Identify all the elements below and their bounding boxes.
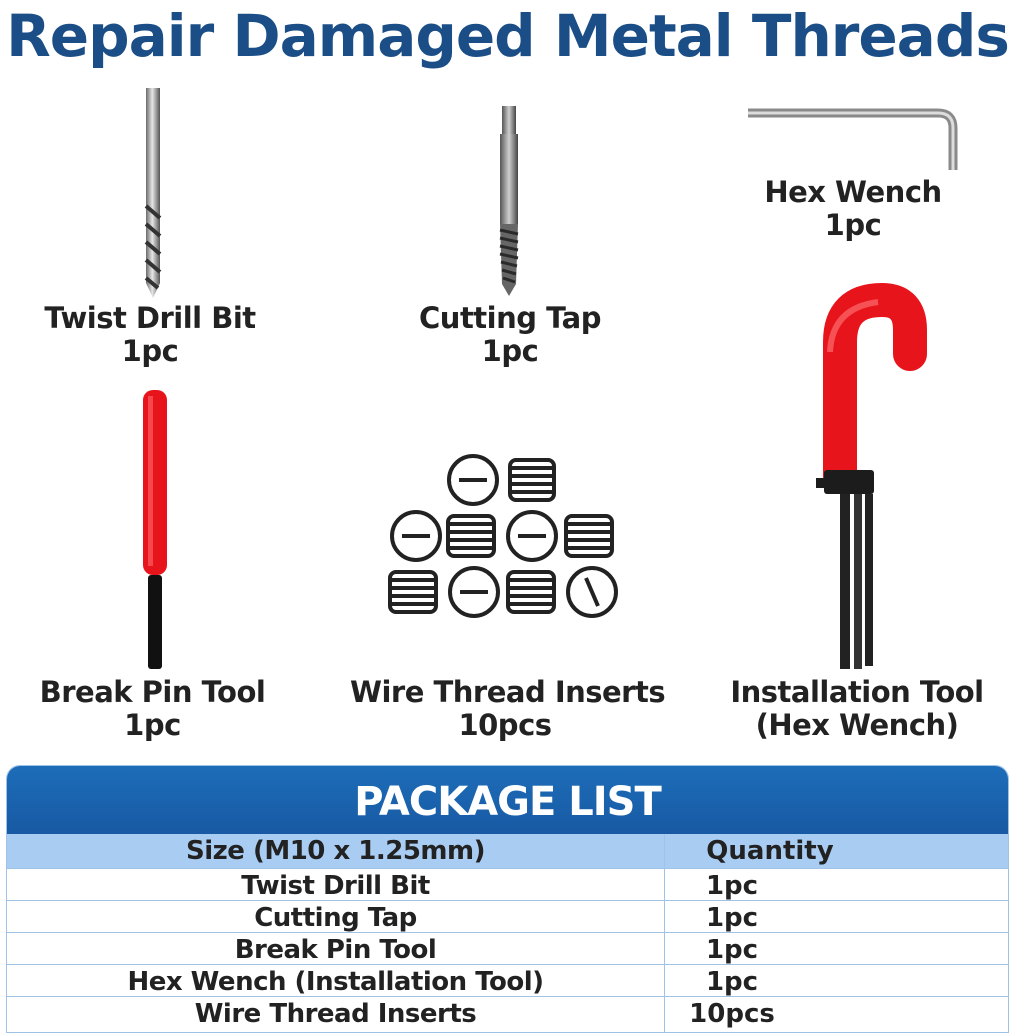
installation-tool-label: Installation Tool(Hex Wench) xyxy=(730,675,984,742)
row-qty: 1pc xyxy=(705,967,759,997)
package-list-header: PACKAGE LIST xyxy=(7,766,1008,834)
column-divider xyxy=(664,834,665,1032)
row-name: Break Pin Tool xyxy=(234,935,437,965)
column-header-size: Size (M10 x 1.25mm) xyxy=(186,836,485,866)
row-name: Cutting Tap xyxy=(254,903,417,933)
column-header-quantity: Quantity xyxy=(706,836,834,866)
package-list-title: PACKAGE LIST xyxy=(354,779,661,825)
installation-tool-image xyxy=(816,282,927,669)
table-row: Break Pin Tool 1pc xyxy=(7,932,1008,965)
cutting-tap-image xyxy=(499,106,519,296)
table-row: Hex Wench (Installation Tool) 1pc xyxy=(7,964,1008,997)
row-qty: 10pcs xyxy=(689,999,775,1029)
row-name: Wire Thread Inserts xyxy=(194,999,477,1029)
row-qty: 1pc xyxy=(705,871,759,901)
row-name: Twist Drill Bit xyxy=(241,871,430,901)
break-pin-tool-image xyxy=(143,390,167,669)
package-list-column-headers: Size (M10 x 1.25mm) Quantity xyxy=(7,834,1008,868)
row-name: Hex Wench (Installation Tool) xyxy=(127,967,544,997)
twist-drill-bit-image xyxy=(144,88,162,298)
wire-thread-inserts-image xyxy=(388,454,618,618)
hex-wrench-image xyxy=(748,108,958,170)
row-qty: 1pc xyxy=(705,903,759,933)
page-title: Repair Damaged Metal Threads xyxy=(6,2,1010,70)
row-qty: 1pc xyxy=(705,935,759,965)
table-row: Twist Drill Bit 1pc xyxy=(7,868,1008,901)
package-list-table: PACKAGE LIST Size (M10 x 1.25mm) Quantit… xyxy=(6,765,1009,1033)
table-row: Wire Thread Inserts 10pcs xyxy=(7,996,1008,1029)
table-row: Cutting Tap 1pc xyxy=(7,900,1008,933)
